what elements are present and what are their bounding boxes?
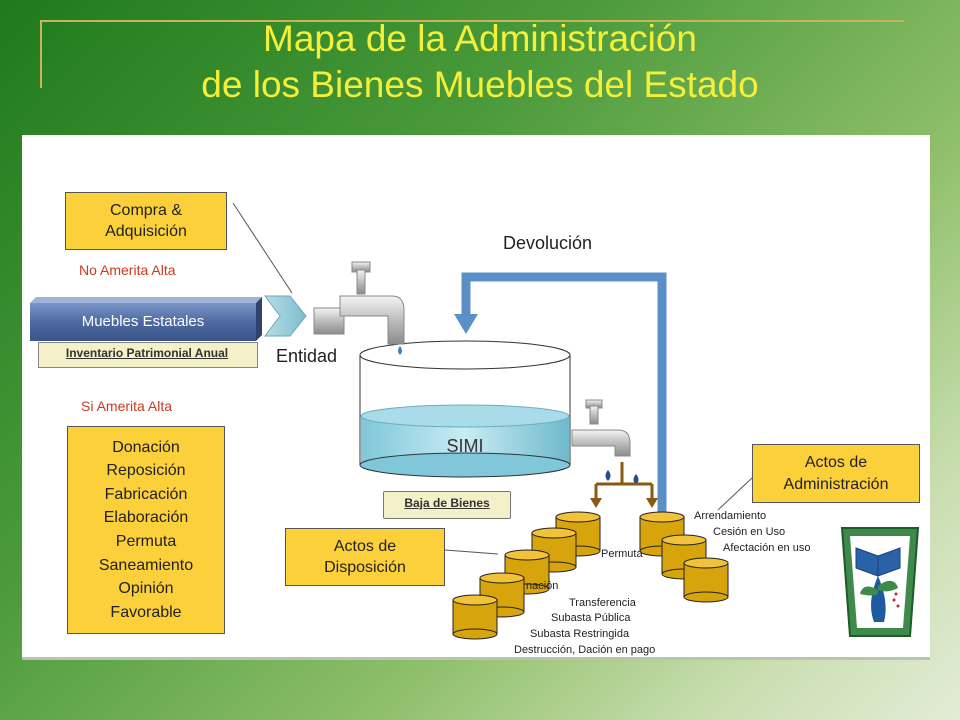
- page-title: Mapa de la Administración de los Bienes …: [40, 16, 920, 108]
- administration-cylinder: [683, 557, 729, 603]
- admin-item-afectacion: Afectación en uso: [723, 542, 811, 554]
- si-amerita-alta-label: Si Amerita Alta: [81, 398, 173, 414]
- disposal-item-donacion: nación: [526, 580, 559, 592]
- title-line-2: de los Bienes Muebles del Estado: [201, 64, 759, 105]
- simi-label: SIMI: [446, 436, 484, 456]
- baja-de-bienes-box: Baja de Bienes: [383, 491, 511, 519]
- muebles-bar-front: [30, 303, 256, 341]
- muebles-estatales-label: Muebles Estatales: [81, 313, 205, 330]
- entidad-faucet-icon: [313, 261, 405, 355]
- inventario-patrimonial-box: [38, 342, 258, 368]
- disposal-item-transferencia: Transferencia: [569, 597, 636, 609]
- inventario-patrimonial-label: Inventario Patrimonial Anual: [65, 346, 229, 360]
- actos-disposicion-box: Actos de Disposición: [285, 528, 445, 586]
- actos-administracion-box: Actos de Administración: [752, 444, 920, 503]
- altas-list-box: Donación Reposición Fabricación Elaborac…: [67, 426, 225, 634]
- muebles-bar-top: [30, 297, 262, 303]
- disposicion-connector-line: [444, 549, 499, 555]
- disposal-item-subasta-restringida: Subasta Restringida: [530, 628, 630, 640]
- altas-item: Saneamiento: [98, 556, 194, 574]
- split-arrow-icon: [590, 462, 658, 508]
- simi-cylinder: [359, 340, 571, 478]
- altas-item: Donación: [112, 438, 180, 456]
- actos-disposicion-label: Actos de Disposición: [324, 538, 406, 576]
- disposal-item-permuta: Permuta: [601, 548, 643, 560]
- no-amerita-alta-label: No Amerita Alta: [79, 262, 176, 278]
- emblem-logo-icon: [840, 527, 920, 637]
- altas-item: Favorable: [110, 603, 182, 621]
- devolucion-arrow-line: [461, 272, 667, 512]
- simi-faucet-icon: [571, 399, 639, 485]
- compra-connector-line: [232, 202, 293, 294]
- entidad-label: Entidad: [276, 346, 338, 366]
- disposal-cylinder: [452, 594, 498, 640]
- admin-item-cesion: Cesión en Uso: [713, 526, 786, 538]
- muebles-bar-side: [256, 297, 262, 341]
- chevron-arrow-icon: [264, 295, 307, 337]
- disposal-cylinders: [452, 511, 601, 640]
- admin-item-arrendamiento: Arrendamiento: [694, 510, 767, 522]
- compra-adquisicion-label: Compra & Adquisición: [105, 202, 187, 240]
- devolucion-arrowhead-icon: [454, 314, 478, 334]
- altas-item: Fabricación: [104, 485, 188, 503]
- administration-cylinders: [639, 511, 729, 603]
- devolucion-label: Devolución: [503, 233, 593, 253]
- altas-item: Elaboración: [103, 509, 189, 527]
- altas-item: Permuta: [115, 533, 177, 550]
- title-line-1: Mapa de la Administración: [263, 18, 697, 59]
- administracion-connector-line: [717, 477, 753, 511]
- actos-administracion-label: Actos de Administración: [783, 453, 889, 493]
- title-frame-left: [40, 20, 42, 88]
- title-frame-top: [40, 20, 904, 22]
- disposal-item-subasta-publica: Subasta Pública: [551, 612, 631, 624]
- disposal-item-destruccion: Destrucción, Dación en pago: [514, 644, 656, 656]
- altas-item: Opinión: [118, 580, 174, 598]
- altas-item: Reposición: [106, 462, 186, 480]
- compra-adquisicion-box: Compra & Adquisición: [65, 192, 227, 250]
